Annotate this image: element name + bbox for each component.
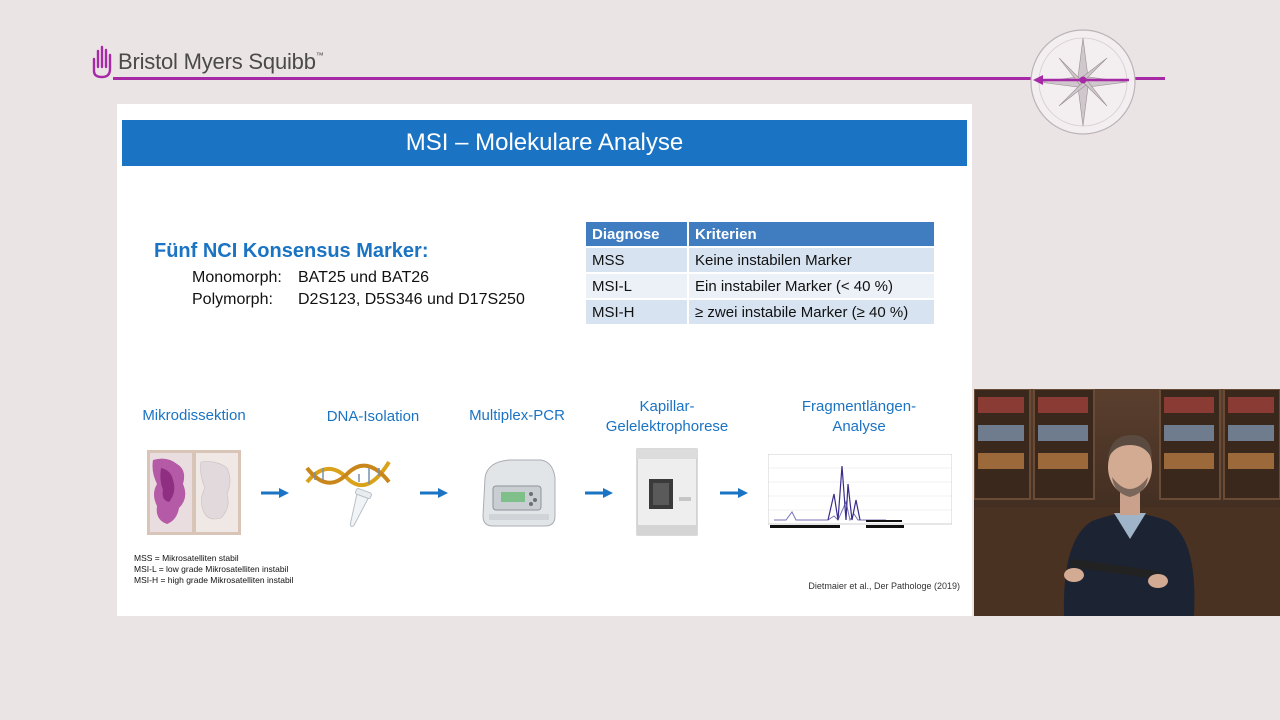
electropherogram-image — [768, 454, 952, 528]
table-row: MSI-L Ein instabiler Marker (< 40 %) — [586, 272, 936, 299]
brand-logo: Bristol Myers Squibb™ — [90, 44, 324, 80]
step-label-capillary: Kapillar- Gelelektrophorese — [591, 397, 743, 437]
marker-value: BAT25 und BAT26 — [298, 269, 430, 286]
table-row: MSI-H ≥ zwei instabile Marker (≥ 40 %) — [586, 298, 936, 324]
dna-helix-image — [305, 460, 391, 527]
table-header: Kriterien — [688, 222, 936, 247]
step-label-line: Kapillar- Gelelektrophorese — [605, 398, 729, 435]
flow-arrow-icon — [261, 488, 289, 498]
flow-arrow-icon — [420, 488, 448, 498]
slide-title: MSI – Molekulare Analyse — [122, 120, 967, 166]
marker-value: D2S123, D5S346 und D17S250 — [298, 291, 525, 308]
table-header-row: Diagnose Kriterien — [586, 222, 936, 247]
table-cell: MSS — [586, 246, 689, 273]
step-label-microdissection: Mikrodissektion — [142, 407, 246, 424]
footnote: MSI-L = low grade Mikrosatelliten instab… — [134, 564, 289, 574]
table-row: MSS Keine instabilen Marker — [586, 246, 936, 273]
table-cell: MSI-L — [586, 272, 689, 299]
marker-row-monomorph: Monomorph: BAT25 und BAT26 — [192, 267, 525, 289]
bms-hand-icon — [92, 45, 112, 79]
table-cell: Keine instabilen Marker — [688, 246, 936, 273]
header-divider — [113, 77, 1165, 80]
flow-arrow-icon — [720, 488, 748, 498]
marker-row-polymorph: Polymorph: D2S123, D5S346 und D17S250 — [192, 289, 525, 311]
table-header: Diagnose — [586, 222, 689, 247]
step-label-fragment: Fragmentlängen- Analyse — [781, 397, 937, 437]
marker-list: Fünf NCI Konsensus Marker: Monomorph: BAT… — [154, 240, 525, 311]
table-cell: MSI-H — [586, 298, 689, 324]
criteria-table: Diagnose Kriterien MSS Keine instabilen … — [586, 222, 936, 324]
step-label-line: Fragmentlängen- Analyse — [801, 398, 917, 435]
markers-heading: Fünf NCI Konsensus Marker: — [154, 240, 429, 262]
citation: Dietmaier et al., Der Pathologe (2019) — [808, 581, 960, 591]
step-label-dna-isolation: DNA-Isolation — [326, 408, 420, 425]
presenter-video[interactable] — [974, 389, 1280, 616]
footnote: MSS = Mikrosatelliten stabil — [134, 553, 239, 563]
marker-label: Monomorph: — [192, 269, 282, 286]
footnotes: MSS = Mikrosatelliten stabil MSI-L = low… — [134, 553, 293, 586]
presentation-slide: MSI – Molekulare Analyse Fünf NCI Konsen… — [117, 104, 972, 616]
footnote: MSI-H = high grade Mikrosatelliten insta… — [134, 575, 294, 585]
pcr-machine-image — [482, 459, 556, 527]
table-cell: Ein instabiler Marker (< 40 %) — [688, 272, 936, 299]
tissue-slide-image — [147, 450, 241, 535]
compass-icon — [1030, 29, 1136, 135]
brand-name: Bristol Myers Squibb™ — [118, 49, 324, 74]
presenter-video-frame — [974, 389, 1280, 616]
capillary-sequencer-image — [636, 448, 698, 536]
marker-label: Polymorph: — [192, 291, 273, 308]
step-label-multiplex-pcr: Multiplex-PCR — [469, 407, 565, 424]
flow-arrow-icon — [585, 488, 613, 498]
table-cell: ≥ zwei instabile Marker (≥ 40 %) — [688, 298, 936, 324]
